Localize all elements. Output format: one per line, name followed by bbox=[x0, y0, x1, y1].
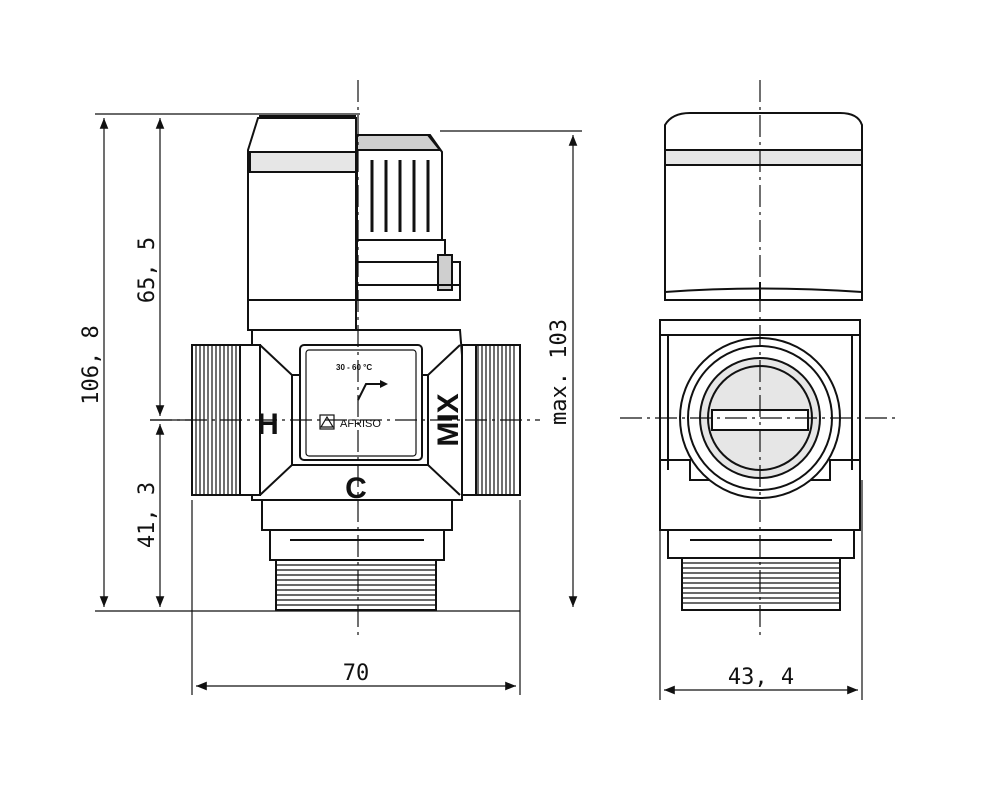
cap-housing bbox=[247, 117, 357, 301]
dim-upper-height: 65, 5 bbox=[135, 237, 160, 303]
dim-max-height: max. 103 bbox=[547, 319, 572, 425]
temp-range-label: 30 - 60 °C bbox=[336, 363, 372, 372]
dim-lower-height: 41, 3 bbox=[135, 482, 160, 548]
side-cap bbox=[664, 112, 863, 301]
lower-nut bbox=[269, 529, 445, 561]
brand-label: AFRISO bbox=[340, 418, 381, 430]
side-cold-port bbox=[681, 557, 841, 611]
arrow-right-icon bbox=[357, 380, 388, 401]
dim-front-width: 70 bbox=[343, 661, 370, 686]
cold-label: C bbox=[345, 472, 367, 505]
warning-triangle-icon bbox=[319, 414, 335, 430]
dim-total-height: 106, 8 bbox=[79, 325, 104, 404]
front-view: 106, 8 65, 5 41, 3 max. 103 70 bbox=[79, 80, 582, 695]
dim-side-width: 43, 4 bbox=[728, 665, 794, 690]
side-view: 43, 4 bbox=[620, 80, 900, 700]
hot-label: H bbox=[257, 408, 279, 441]
label-plate bbox=[299, 344, 423, 461]
